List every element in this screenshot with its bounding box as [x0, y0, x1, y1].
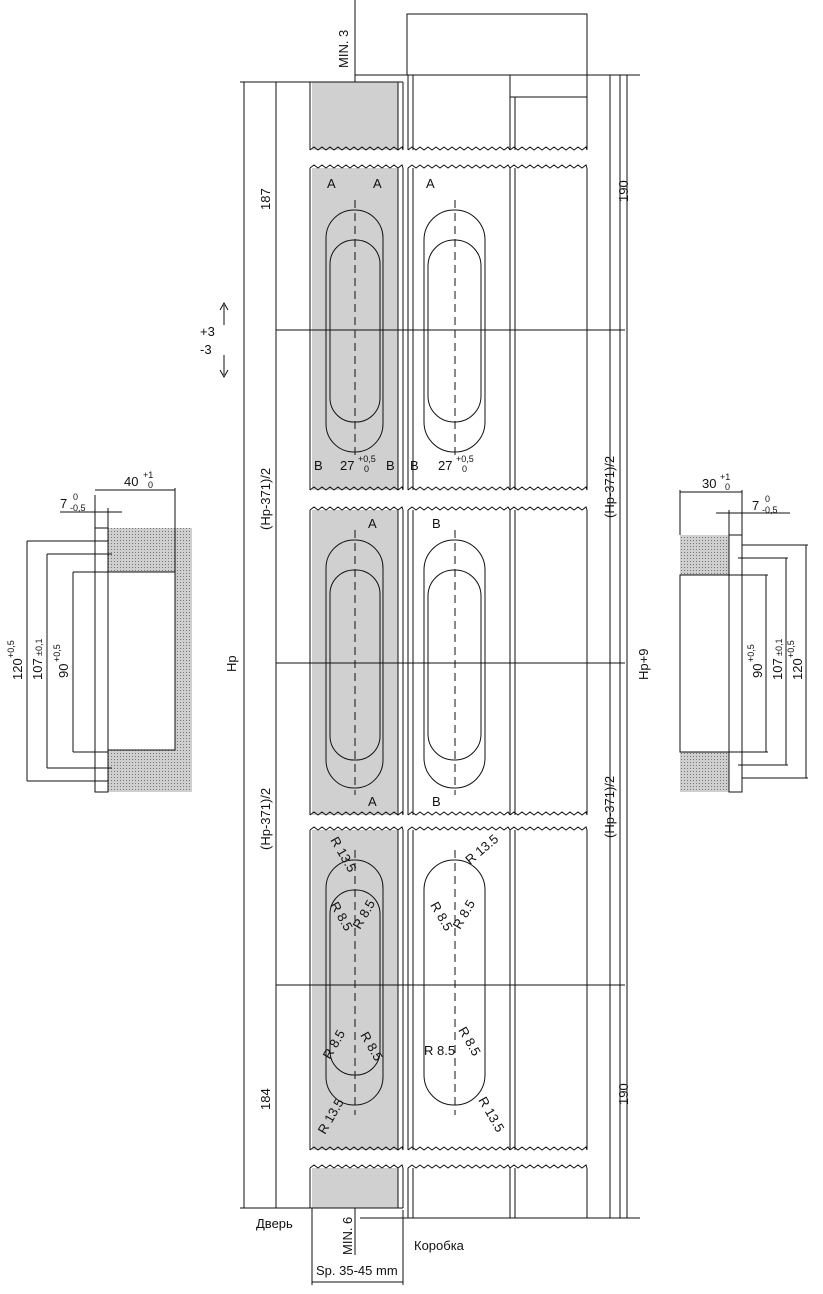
tol-27-door-up: +0,5 — [358, 454, 376, 464]
tol-27-frame-lo: 0 — [462, 464, 467, 474]
radius-13-5: R 13.5 — [475, 1094, 507, 1135]
section-a: A — [368, 516, 377, 531]
left-h120: 120 — [10, 658, 25, 680]
section-b: B — [432, 794, 441, 809]
right-h107: 107 — [770, 658, 785, 680]
left-depth-lo: -0,5 — [70, 503, 86, 513]
break-line — [509, 164, 588, 169]
right-depth-lo: -0,5 — [762, 505, 778, 515]
section-a: A — [426, 176, 435, 191]
break-line — [309, 486, 404, 491]
radius-13-5: R 13.5 — [462, 831, 501, 867]
tol-27-frame-up: +0,5 — [456, 454, 474, 464]
break-line — [407, 164, 511, 169]
tol-27-door-lo: 0 — [364, 464, 369, 474]
break-line — [309, 811, 404, 816]
door-cutout-section — [26, 488, 192, 793]
min6-label: MIN. 6 — [340, 1217, 355, 1255]
radius-8-5: R 8.5 — [455, 1024, 484, 1058]
break-line — [509, 826, 588, 831]
section-b: B — [432, 516, 441, 531]
break-lines — [309, 146, 588, 1169]
thickness-label: Sp. 35-45 mm — [316, 1263, 398, 1278]
left-h90: 90 — [56, 664, 71, 678]
break-line — [407, 486, 511, 491]
break-line — [309, 506, 404, 511]
break-line — [309, 1164, 404, 1169]
dim-half-right-2: (Hp-371)/2 — [602, 776, 617, 838]
right-h120: 120 — [790, 658, 805, 680]
break-line — [407, 826, 511, 831]
left-width: 40 — [124, 474, 138, 489]
dim-184: 184 — [258, 1088, 273, 1110]
door-label: Дверь — [256, 1216, 293, 1231]
break-line — [309, 826, 404, 831]
right-depth: 7 — [752, 498, 759, 513]
section-a: A — [368, 794, 377, 809]
section-b: B — [314, 458, 323, 473]
break-line — [309, 1146, 404, 1151]
break-line — [407, 1146, 511, 1151]
right-width-lo: 0 — [725, 482, 730, 492]
dim-190-top: 190 — [616, 180, 631, 202]
right-h90: 90 — [750, 664, 765, 678]
break-line — [309, 146, 404, 151]
left-h107: 107 — [30, 658, 45, 680]
right-h107-tol: ±0,1 — [774, 639, 784, 656]
left-depth-up: 0 — [73, 492, 78, 502]
section-a: A — [373, 176, 382, 191]
left-width-lo: 0 — [148, 480, 153, 490]
hp-label: Hp — [224, 655, 239, 672]
left-h90-tol: +0,5 — [52, 644, 62, 662]
break-line — [509, 1164, 588, 1169]
break-line — [407, 1164, 511, 1169]
left-h120-tol: +0,5 — [6, 640, 16, 658]
left-h107-tol: ±0,1 — [34, 639, 44, 656]
break-line — [509, 811, 588, 816]
frame-cutout-section — [679, 490, 808, 793]
break-line — [509, 506, 588, 511]
hp9-label: Hp+9 — [636, 649, 651, 680]
dim-half-left-2: (Hp-371)/2 — [258, 788, 273, 850]
break-line — [407, 506, 511, 511]
frame-label: Коробка — [414, 1238, 465, 1253]
dim-half-left-1: (Hp-371)/2 — [258, 468, 273, 530]
left-depth: 7 — [60, 496, 67, 511]
adjust-plus: +3 — [200, 324, 215, 339]
door-leaf — [240, 81, 404, 1209]
right-width: 30 — [702, 476, 716, 491]
right-width-up: +1 — [720, 472, 730, 482]
radius-8-5: R 8.5 — [427, 899, 456, 933]
break-line — [309, 164, 404, 169]
section-a: A — [327, 176, 336, 191]
break-line — [509, 146, 588, 151]
door-hinge-cutouts — [325, 200, 384, 1115]
break-line — [509, 486, 588, 491]
min3-label: MIN. 3 — [336, 30, 351, 68]
dim-187: 187 — [258, 188, 273, 210]
break-line — [509, 1146, 588, 1151]
radius-8-5: R 8.5 — [424, 1043, 455, 1058]
width-27-door: 27 — [340, 458, 354, 473]
dim-190-bottom: 190 — [616, 1083, 631, 1105]
section-b: B — [386, 458, 395, 473]
right-h90-tol: +0,5 — [746, 644, 756, 662]
right-h120-tol: +0,5 — [786, 640, 796, 658]
left-width-up: +1 — [143, 470, 153, 480]
frame-hinge-cutouts — [423, 200, 486, 1115]
adjust-minus: -3 — [200, 342, 212, 357]
break-line — [407, 146, 511, 151]
radius-8-5: R 8.5 — [450, 897, 479, 931]
break-line — [407, 811, 511, 816]
dim-half-right-1: (Hp-371)/2 — [602, 456, 617, 518]
section-b: B — [410, 458, 419, 473]
dimension-lines — [219, 0, 628, 1285]
right-depth-up: 0 — [765, 494, 770, 504]
width-27-frame: 27 — [438, 458, 452, 473]
